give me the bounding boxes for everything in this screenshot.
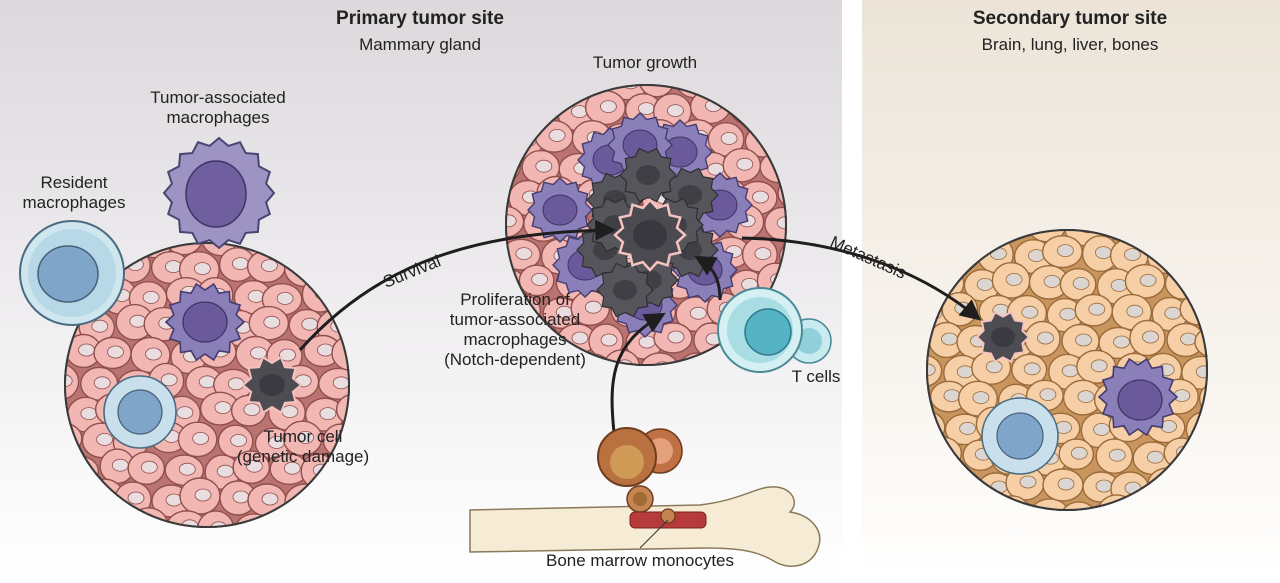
bone-marrow-monocytes-label: Bone marrow monocytes xyxy=(545,551,735,570)
tumor-associated-macrophage-cell xyxy=(162,136,276,250)
tumor-associated-macrophages-label: Tumor-associated macrophages xyxy=(150,88,286,127)
metastasis-arrow xyxy=(741,236,982,321)
t-cell-arrow xyxy=(694,255,722,301)
proliferation-label: Proliferation of tumor-associated macrop… xyxy=(444,290,586,369)
survival-arrow xyxy=(298,219,617,351)
monocyte-arrow xyxy=(610,312,666,443)
secondary-site-subtitle: Brain, lung, liver, bones xyxy=(981,35,1159,54)
t-cells xyxy=(717,287,832,373)
bone-illustration xyxy=(469,427,821,567)
resident-macrophages-label: Resident macrophages xyxy=(22,173,126,212)
resident-macrophage-cell xyxy=(19,220,125,326)
tumor-growth-label: Tumor growth xyxy=(592,53,698,72)
secondary-site-title: Secondary tumor site xyxy=(972,8,1168,29)
t-cells-label: T cells xyxy=(791,367,841,386)
tumor-cell-label: Tumor cell (genetic damage) xyxy=(236,427,370,466)
primary-site-subtitle: Mammary gland xyxy=(359,35,481,54)
primary-site-title: Primary tumor site xyxy=(336,8,504,29)
